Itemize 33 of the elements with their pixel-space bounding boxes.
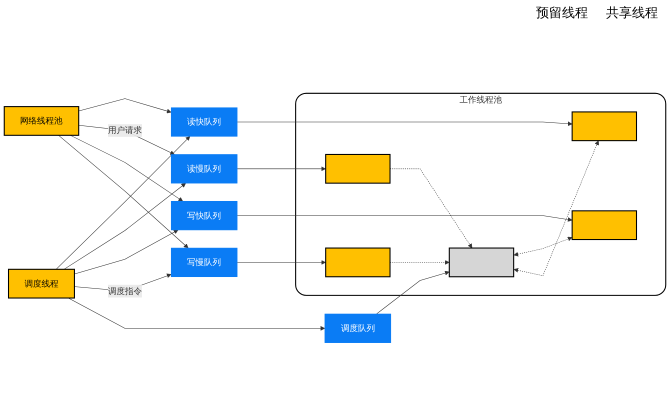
node-box: 网络线程池 [4, 106, 80, 136]
node-box: 调度队列 [324, 314, 392, 343]
node-bar [325, 248, 391, 278]
node-box: 读慢队列 [170, 154, 238, 184]
column-heading: 预留线程 [535, 5, 589, 22]
arrow [74, 230, 178, 274]
cluster: 工作线程池 [295, 92, 666, 296]
arrow [236, 215, 572, 222]
node-bar [325, 154, 391, 184]
arrow [390, 168, 472, 248]
arrow [56, 136, 190, 270]
arrow [78, 98, 172, 114]
column-heading: 共享线程 [605, 5, 659, 22]
arrow [514, 140, 599, 276]
node-bar [572, 210, 638, 240]
arrow [64, 182, 186, 270]
node-box: 写慢队列 [170, 248, 238, 278]
arrow [68, 298, 326, 331]
arrow [390, 260, 450, 265]
edge-label: 调度指令 [108, 286, 142, 296]
arrow [236, 121, 572, 126]
node-box: 写快队列 [170, 200, 238, 230]
node-box: 读快队列 [170, 107, 238, 137]
arrow [376, 270, 450, 314]
arrow [236, 166, 326, 172]
arrow [514, 236, 572, 256]
node-box: 调度线程 [8, 268, 75, 299]
node-bar [448, 248, 514, 278]
arrow [70, 135, 183, 202]
node-bar [572, 111, 638, 142]
edge-label: 用户请求 [108, 125, 142, 136]
arrow [58, 135, 188, 248]
arrow [236, 260, 326, 265]
